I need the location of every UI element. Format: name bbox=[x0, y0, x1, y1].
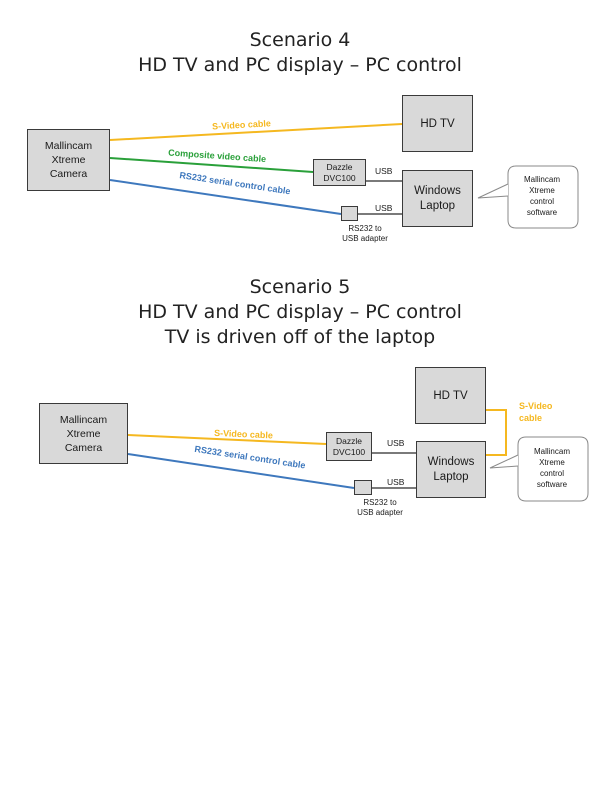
s4-usb-label-bottom: USB bbox=[375, 203, 393, 213]
s5-dazzle-label: Dazzle DVC100 bbox=[332, 435, 366, 457]
s4-adapter-label: RS232 to USB adapter bbox=[342, 224, 388, 243]
s5-rs232-usb-adapter bbox=[354, 480, 372, 495]
s5-callout-bubble bbox=[517, 436, 589, 502]
s4-camera-box: Mallincam Xtreme Camera bbox=[27, 129, 110, 191]
s4-callout-pointer bbox=[477, 183, 509, 199]
s5-camera-box: Mallincam Xtreme Camera bbox=[39, 403, 128, 464]
scenario4-subtitle: HD TV and PC display – PC control bbox=[138, 54, 462, 76]
s4-dazzle-label: Dazzle DVC100 bbox=[323, 161, 356, 183]
s4-composite-cable-label: Composite video cable bbox=[168, 147, 266, 164]
s5-hdtv-box: HD TV bbox=[415, 367, 486, 424]
s4-hdtv-box: HD TV bbox=[402, 95, 473, 152]
s4-hdtv-label: HD TV bbox=[420, 117, 455, 130]
s5-tv-svideo-cable-line bbox=[486, 409, 507, 456]
s4-usb-label-top: USB bbox=[375, 166, 393, 176]
s4-laptop-label: Windows Laptop bbox=[414, 184, 461, 212]
s5-hdtv-label: HD TV bbox=[433, 389, 468, 402]
s4-dazzle-box: Dazzle DVC100 bbox=[313, 159, 366, 186]
s4-callout-bubble bbox=[507, 165, 579, 229]
scenario5-title: Scenario 5 bbox=[249, 276, 351, 298]
s5-callout-text: Mallincam Xtreme control software bbox=[533, 447, 570, 489]
s5-adapter-label: RS232 to USB adapter bbox=[357, 498, 403, 517]
s5-laptop-box: Windows Laptop bbox=[416, 441, 486, 498]
s5-callout-pointer bbox=[489, 454, 519, 469]
s5-usb-label-bottom: USB bbox=[387, 477, 405, 487]
s4-svideo-cable-label: S-Video cable bbox=[212, 118, 271, 131]
s4-rs232-usb-adapter bbox=[341, 206, 358, 221]
s5-dazzle-box: Dazzle DVC100 bbox=[326, 432, 372, 461]
s5-rs232-cable-line bbox=[127, 453, 355, 489]
s5-camera-label: Mallincam Xtreme Camera bbox=[59, 413, 108, 454]
s5-usb-label-top: USB bbox=[387, 438, 405, 448]
s4-camera-label: Mallincam Xtreme Camera bbox=[44, 140, 93, 180]
s4-rs232-cable-line bbox=[109, 179, 342, 215]
s4-laptop-box: Windows Laptop bbox=[402, 170, 473, 227]
s4-composite-cable-line bbox=[109, 157, 314, 173]
s5-tv-svideo-cable-label: S-Video cable bbox=[519, 401, 553, 423]
s4-svideo-cable-line bbox=[109, 123, 403, 141]
s4-callout-text: Mallincam Xtreme control software bbox=[523, 175, 560, 217]
scenario5-subtitle-2: TV is driven off of the laptop bbox=[164, 326, 436, 348]
scenario5-subtitle: HD TV and PC display – PC control bbox=[138, 301, 462, 323]
s5-svideo-cable-label: S-Video cable bbox=[214, 428, 273, 441]
s5-svideo-cable-line bbox=[127, 434, 327, 445]
scenario4-title: Scenario 4 bbox=[249, 29, 351, 51]
s5-laptop-label: Windows Laptop bbox=[427, 455, 475, 483]
